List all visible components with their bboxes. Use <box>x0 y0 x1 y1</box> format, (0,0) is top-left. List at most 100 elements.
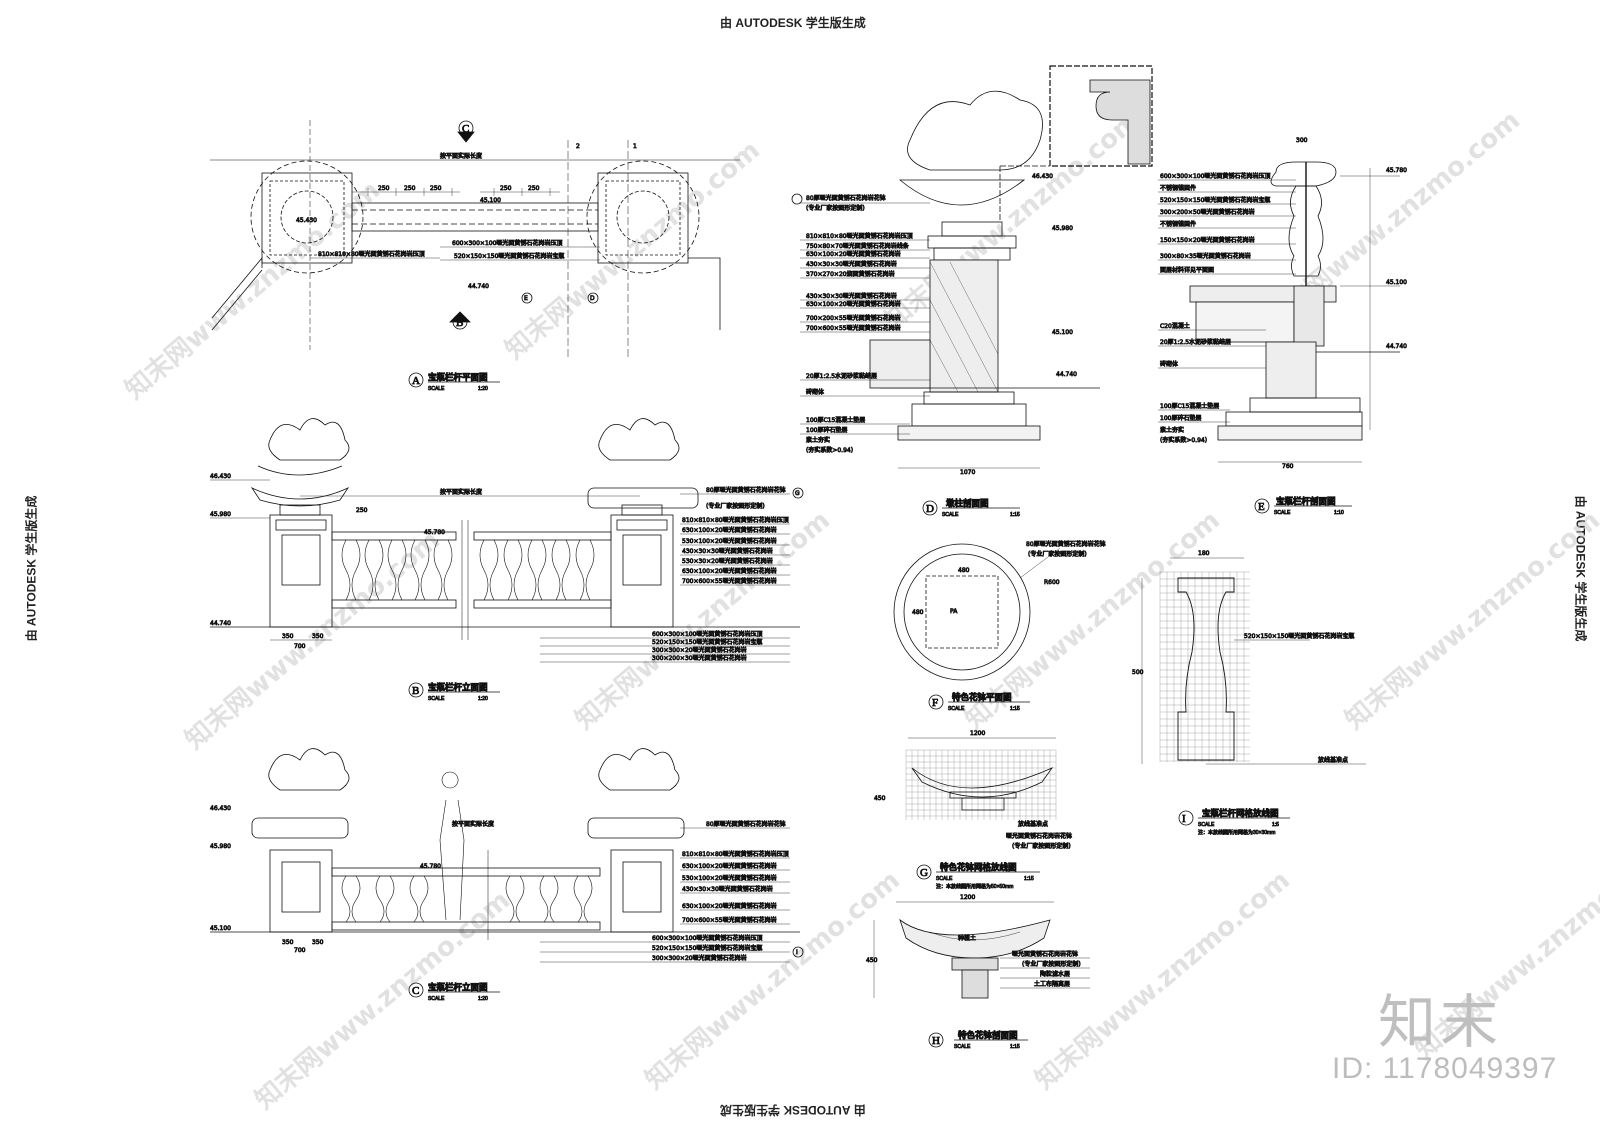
g-height: 450 <box>874 795 886 802</box>
svg-text:600×300×100哑光面黄锈石花岗岩压顶: 600×300×100哑光面黄锈石花岗岩压顶 <box>652 934 762 942</box>
watermark-logo: 知末 <box>1378 988 1503 1056</box>
d-tag: D <box>926 503 934 515</box>
c-tag-i: I <box>796 949 798 956</box>
svg-text:480: 480 <box>958 567 970 574</box>
d-elev-1: 46.430 <box>1032 173 1053 180</box>
c-elev-4: 45.100 <box>210 925 231 932</box>
svg-text:700×600×55哑光面黄锈石花岗岩: 700×600×55哑光面黄锈石花岗岩 <box>682 916 777 924</box>
h-scale: 1:15 <box>1010 1044 1020 1050</box>
i-scale: 1:5 <box>1272 822 1279 828</box>
svg-text:700×200×55哑光面黄锈石花岗岩: 700×200×55哑光面黄锈石花岗岩 <box>806 314 901 322</box>
b-elev-2: 45.980 <box>210 511 231 518</box>
svg-text:哑光面黄锈石花岗岩花钵: 哑光面黄锈石花岗岩花钵 <box>1006 832 1072 840</box>
svg-text:(专业厂家按图形定制): (专业厂家按图形定制) <box>706 502 765 510</box>
svg-text:素土夯实: 素土夯实 <box>1160 426 1184 434</box>
a-mark-d: D <box>590 295 595 302</box>
c-tag: C <box>412 985 419 997</box>
view-c-elevation: 46.430 45.980 45.780 45.100 按平面实际长度 350 … <box>210 748 804 1002</box>
h-soil: 种植土 <box>958 934 976 942</box>
svg-text:480: 480 <box>912 609 924 616</box>
svg-text:砖砌体: 砖砌体 <box>1160 360 1178 368</box>
a-elev-bot: 44.740 <box>468 283 489 290</box>
svg-text:300×200×30哑光面黄锈石花岗岩: 300×200×30哑光面黄锈石花岗岩 <box>652 654 747 662</box>
b-dim-700: 700 <box>294 643 306 650</box>
svg-text:80厚哑光面黄锈石花岗岩花钵: 80厚哑光面黄锈石花岗岩花钵 <box>706 820 786 828</box>
i-width: 180 <box>1198 550 1210 557</box>
f-scale: 1:15 <box>1010 706 1020 712</box>
c-title: 宝瓶栏杆立面图 <box>428 982 488 993</box>
svg-text:630×100×20哑光面黄锈石花岗岩: 630×100×20哑光面黄锈石花岗岩 <box>682 902 777 910</box>
e-title: 宝瓶栏杆剖面图 <box>1276 496 1336 507</box>
b-scale: 1:20 <box>478 696 488 702</box>
view-g-grid: 1200 450 放线基准点 哑光面黄锈石花岗岩花钵 (专业厂家按图形定制) G… <box>874 730 1073 891</box>
svg-text:520×150×150哑光面黄锈石花岗岩宝瓶: 520×150×150哑光面黄锈石花岗岩宝瓶 <box>652 944 762 952</box>
svg-text:放线基准点: 放线基准点 <box>1318 756 1348 764</box>
svg-text:350: 350 <box>312 939 324 946</box>
svg-text:520×150×150哑光面黄锈石花岗岩宝瓶: 520×150×150哑光面黄锈石花岗岩宝瓶 <box>652 638 762 646</box>
b-dim-350a: 350 <box>282 633 294 640</box>
svg-text:430×30×30哑光面黄锈石花岗岩: 430×30×30哑光面黄锈石花岗岩 <box>682 885 773 893</box>
svg-text:250: 250 <box>378 185 390 192</box>
f-title: 特色花钵平面图 <box>952 692 1012 703</box>
c-elev-1: 46.430 <box>210 805 231 812</box>
b-elev-1: 46.430 <box>210 473 231 480</box>
svg-text:810×810×80哑光面黄锈石花岗岩压顶: 810×810×80哑光面黄锈石花岗岩压顶 <box>682 516 789 524</box>
svg-text:520×150×150哑光面黄锈石花岗岩宝瓶: 520×150×150哑光面黄锈石花岗岩宝瓶 <box>1244 632 1354 640</box>
svg-text:100厚碎石垫层: 100厚碎石垫层 <box>806 426 847 434</box>
d-elev-4: 44.740 <box>1056 371 1077 378</box>
svg-text:放线基准点: 放线基准点 <box>1018 820 1048 828</box>
svg-text:250: 250 <box>430 185 442 192</box>
edge-text-top: 由 AUTODESK 学生版生成 <box>720 16 866 30</box>
e-scale: 1:10 <box>1334 510 1344 516</box>
svg-text:630×100×20哑光面黄锈石花岗岩: 630×100×20哑光面黄锈石花岗岩 <box>682 862 777 870</box>
view-e-section: 45.780 45.100 44.740 300 600×300×100哑光面黄… <box>1158 137 1408 516</box>
svg-text:SCALE: SCALE <box>1274 510 1291 516</box>
e-top: 300 <box>1296 137 1308 144</box>
svg-text:430×30×30哑光面黄锈石花岗岩: 430×30×30哑光面黄锈石花岗岩 <box>806 292 897 300</box>
svg-text:300×300×20哑光面黄锈石花岗岩: 300×300×20哑光面黄锈石花岗岩 <box>652 954 747 962</box>
a-cut-2: 2 <box>576 143 580 150</box>
e-tag: E <box>1258 501 1265 513</box>
svg-text:430×30×30哑光面黄锈石花岗岩: 430×30×30哑光面黄锈石花岗岩 <box>682 547 773 555</box>
svg-text:砖砌体: 砖砌体 <box>806 388 824 396</box>
a-note-1: 600×300×100哑光面黄锈石花岗岩压顶 <box>452 239 562 247</box>
svg-text:(专业厂家按图形定制): (专业厂家按图形定制) <box>806 204 865 212</box>
a-note-2: 520×150×150哑光面黄锈石花岗岩宝瓶 <box>454 252 564 260</box>
b-tag: B <box>412 685 419 697</box>
svg-text:SCALE: SCALE <box>1198 822 1215 828</box>
svg-text:600×300×100哑光面黄锈石花岗岩压顶: 600×300×100哑光面黄锈石花岗岩压顶 <box>652 630 762 638</box>
i-title: 宝瓶栏杆网格放线图 <box>1202 808 1279 819</box>
svg-text:630×100×20哑光面黄锈石花岗岩: 630×100×20哑光面黄锈石花岗岩 <box>806 250 901 258</box>
a-mark-e: E <box>524 295 528 302</box>
svg-text:750×80×70哑光面黄锈石花岗岩线条: 750×80×70哑光面黄锈石花岗岩线条 <box>806 242 909 250</box>
i-note: 注：本放线图所用网格为30×30mm <box>1198 829 1275 836</box>
svg-text:陶粒滤水层: 陶粒滤水层 <box>1040 970 1070 978</box>
h-height: 450 <box>866 957 878 964</box>
c-scale: 1:20 <box>478 996 488 1002</box>
svg-text:630×100×20哑光面黄锈石花岗岩: 630×100×20哑光面黄锈石花岗岩 <box>806 300 901 308</box>
d-width: 1070 <box>960 469 975 476</box>
svg-text:530×30×20哑光面黄锈石花岗岩: 530×30×20哑光面黄锈石花岗岩 <box>682 557 773 565</box>
svg-text:350: 350 <box>282 939 294 946</box>
svg-text:C20混凝土: C20混凝土 <box>1160 322 1190 330</box>
d-scale: 1:15 <box>1010 512 1020 518</box>
svg-text:(专业厂家按图形定制): (专业厂家按图形定制) <box>1022 960 1081 968</box>
svg-text:(专业厂家按图形定制): (专业厂家按图形定制) <box>1012 842 1071 850</box>
e-elev-2: 45.100 <box>1386 279 1407 286</box>
b-elev-4: 44.740 <box>210 620 231 627</box>
a-tag: A <box>412 375 420 387</box>
d-elev-3: 45.100 <box>1052 329 1073 336</box>
watermark-id: ID: 1178049397 <box>1332 1052 1558 1085</box>
svg-text:530×100×20哑光面黄锈石花岗岩: 530×100×20哑光面黄锈石花岗岩 <box>682 537 777 545</box>
g-scale: 1:15 <box>1024 876 1034 882</box>
svg-text:素土夯实: 素土夯实 <box>806 436 830 444</box>
svg-text:80厚哑光面黄锈石花岗岩花钵: 80厚哑光面黄锈石花岗岩花钵 <box>1026 540 1106 548</box>
svg-text:300×200×50哑光面黄锈石花岗岩: 300×200×50哑光面黄锈石花岗岩 <box>1160 208 1255 216</box>
svg-text:SCALE: SCALE <box>948 706 965 712</box>
h-title: 特色花钵剖面图 <box>958 1030 1018 1041</box>
svg-text:300×80×35哑光面黄锈石花岗岩: 300×80×35哑光面黄锈石花岗岩 <box>1160 252 1251 260</box>
a-elev-mid: 45.100 <box>480 197 501 204</box>
svg-text:430×30×30哑光面黄锈石花岗岩: 430×30×30哑光面黄锈石花岗岩 <box>806 260 897 268</box>
i-height: 500 <box>1132 669 1144 676</box>
